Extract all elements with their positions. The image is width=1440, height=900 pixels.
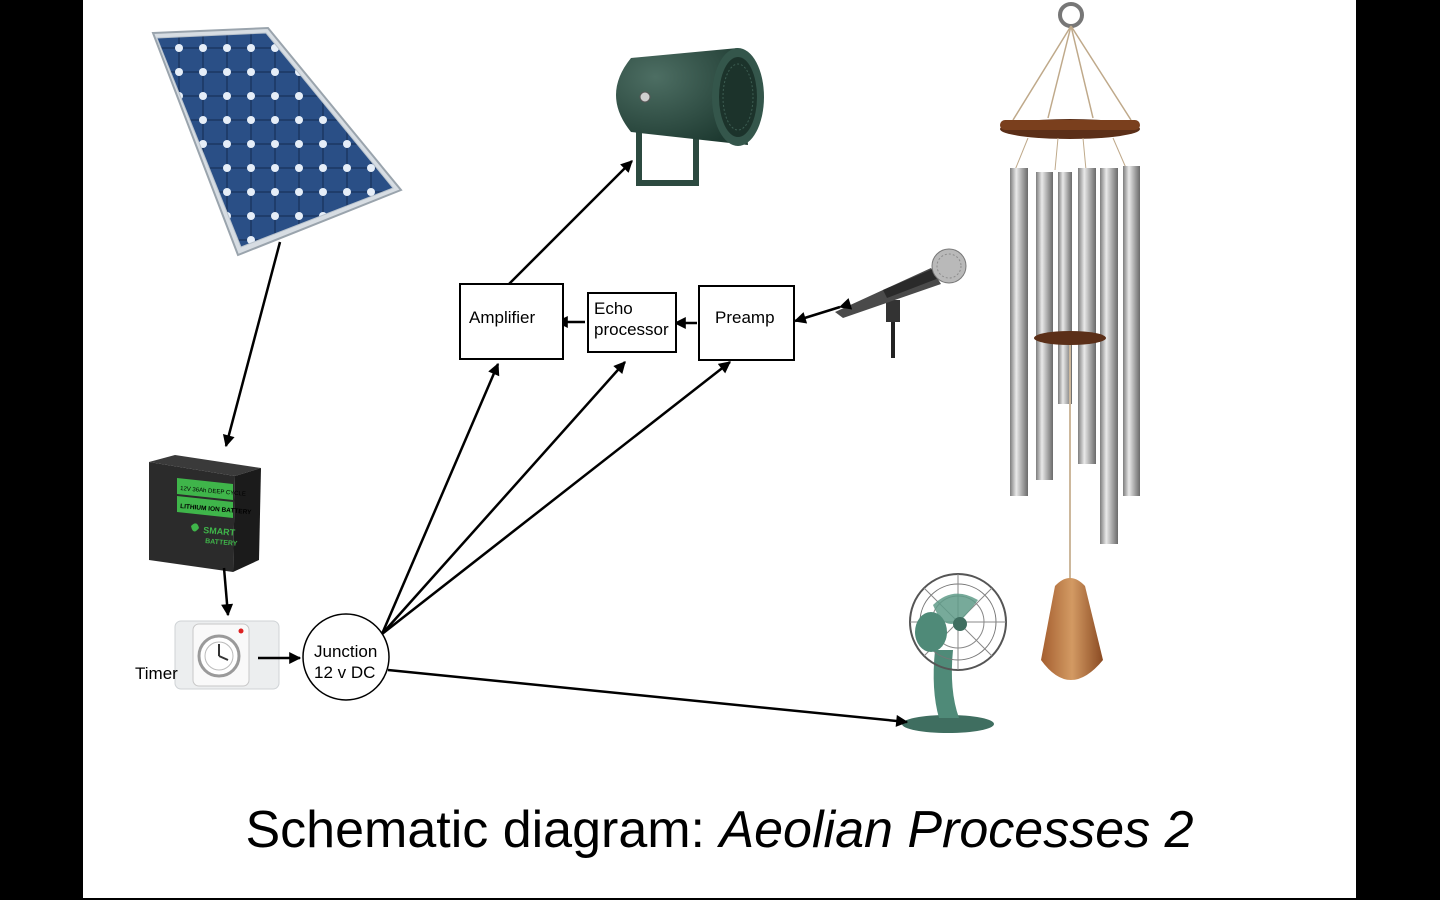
arrow-junction-to-amplifier xyxy=(380,362,500,635)
arrow-battery-to-timer xyxy=(221,567,234,617)
amplifier-box: Amplifier xyxy=(459,283,564,360)
battery-label-line1: 12V 36Ah DEEP CYCLE xyxy=(180,486,246,498)
timer-icon xyxy=(174,620,280,690)
diagram-canvas: 12V 36Ah DEEP CYCLE LITHIUM ION BATTERY … xyxy=(149,2,1140,733)
timer-label: Timer xyxy=(135,664,178,683)
arrow-solar-to-battery xyxy=(222,241,282,448)
echo-label-line1: Echo xyxy=(594,299,633,318)
battery-icon: 12V 36Ah DEEP CYCLE LITHIUM ION BATTERY … xyxy=(149,455,261,572)
connectors xyxy=(221,160,909,727)
solar-panel-icon xyxy=(151,26,403,257)
slide: 12V 36Ah DEEP CYCLE LITHIUM ION BATTERY … xyxy=(83,0,1356,898)
arrow-amplifier-to-speaker xyxy=(508,160,633,285)
wind-chime-icon xyxy=(1000,2,1140,680)
arrow-junction-to-echo xyxy=(381,361,626,635)
arrow-junction-to-preamp xyxy=(381,361,731,635)
junction-label-line2: 12 v DC xyxy=(314,663,376,682)
caption-prefix: Schematic diagram: xyxy=(245,801,720,859)
preamp-label: Preamp xyxy=(715,308,775,327)
caption-title: Aeolian Processes 2 xyxy=(719,801,1194,859)
junction-label-line1: Junction xyxy=(314,642,378,661)
arrow-mic-to-preamp xyxy=(793,298,853,324)
speaker-icon xyxy=(616,48,764,186)
battery-brand-2: BATTERY xyxy=(205,538,238,548)
preamp-box: Preamp xyxy=(698,285,795,361)
fan-icon xyxy=(902,573,1007,733)
battery-brand-1: SMART xyxy=(203,525,236,538)
arrow-junction-to-fan xyxy=(387,668,909,727)
echo-label-line2: processor xyxy=(594,320,669,339)
echo-processor-box: Echo processor xyxy=(587,292,677,353)
junction-node xyxy=(302,613,390,701)
diagram-caption: Schematic diagram: Aeolian Processes 2 xyxy=(83,800,1356,860)
amplifier-label: Amplifier xyxy=(469,308,536,327)
microphone-icon xyxy=(835,248,967,358)
